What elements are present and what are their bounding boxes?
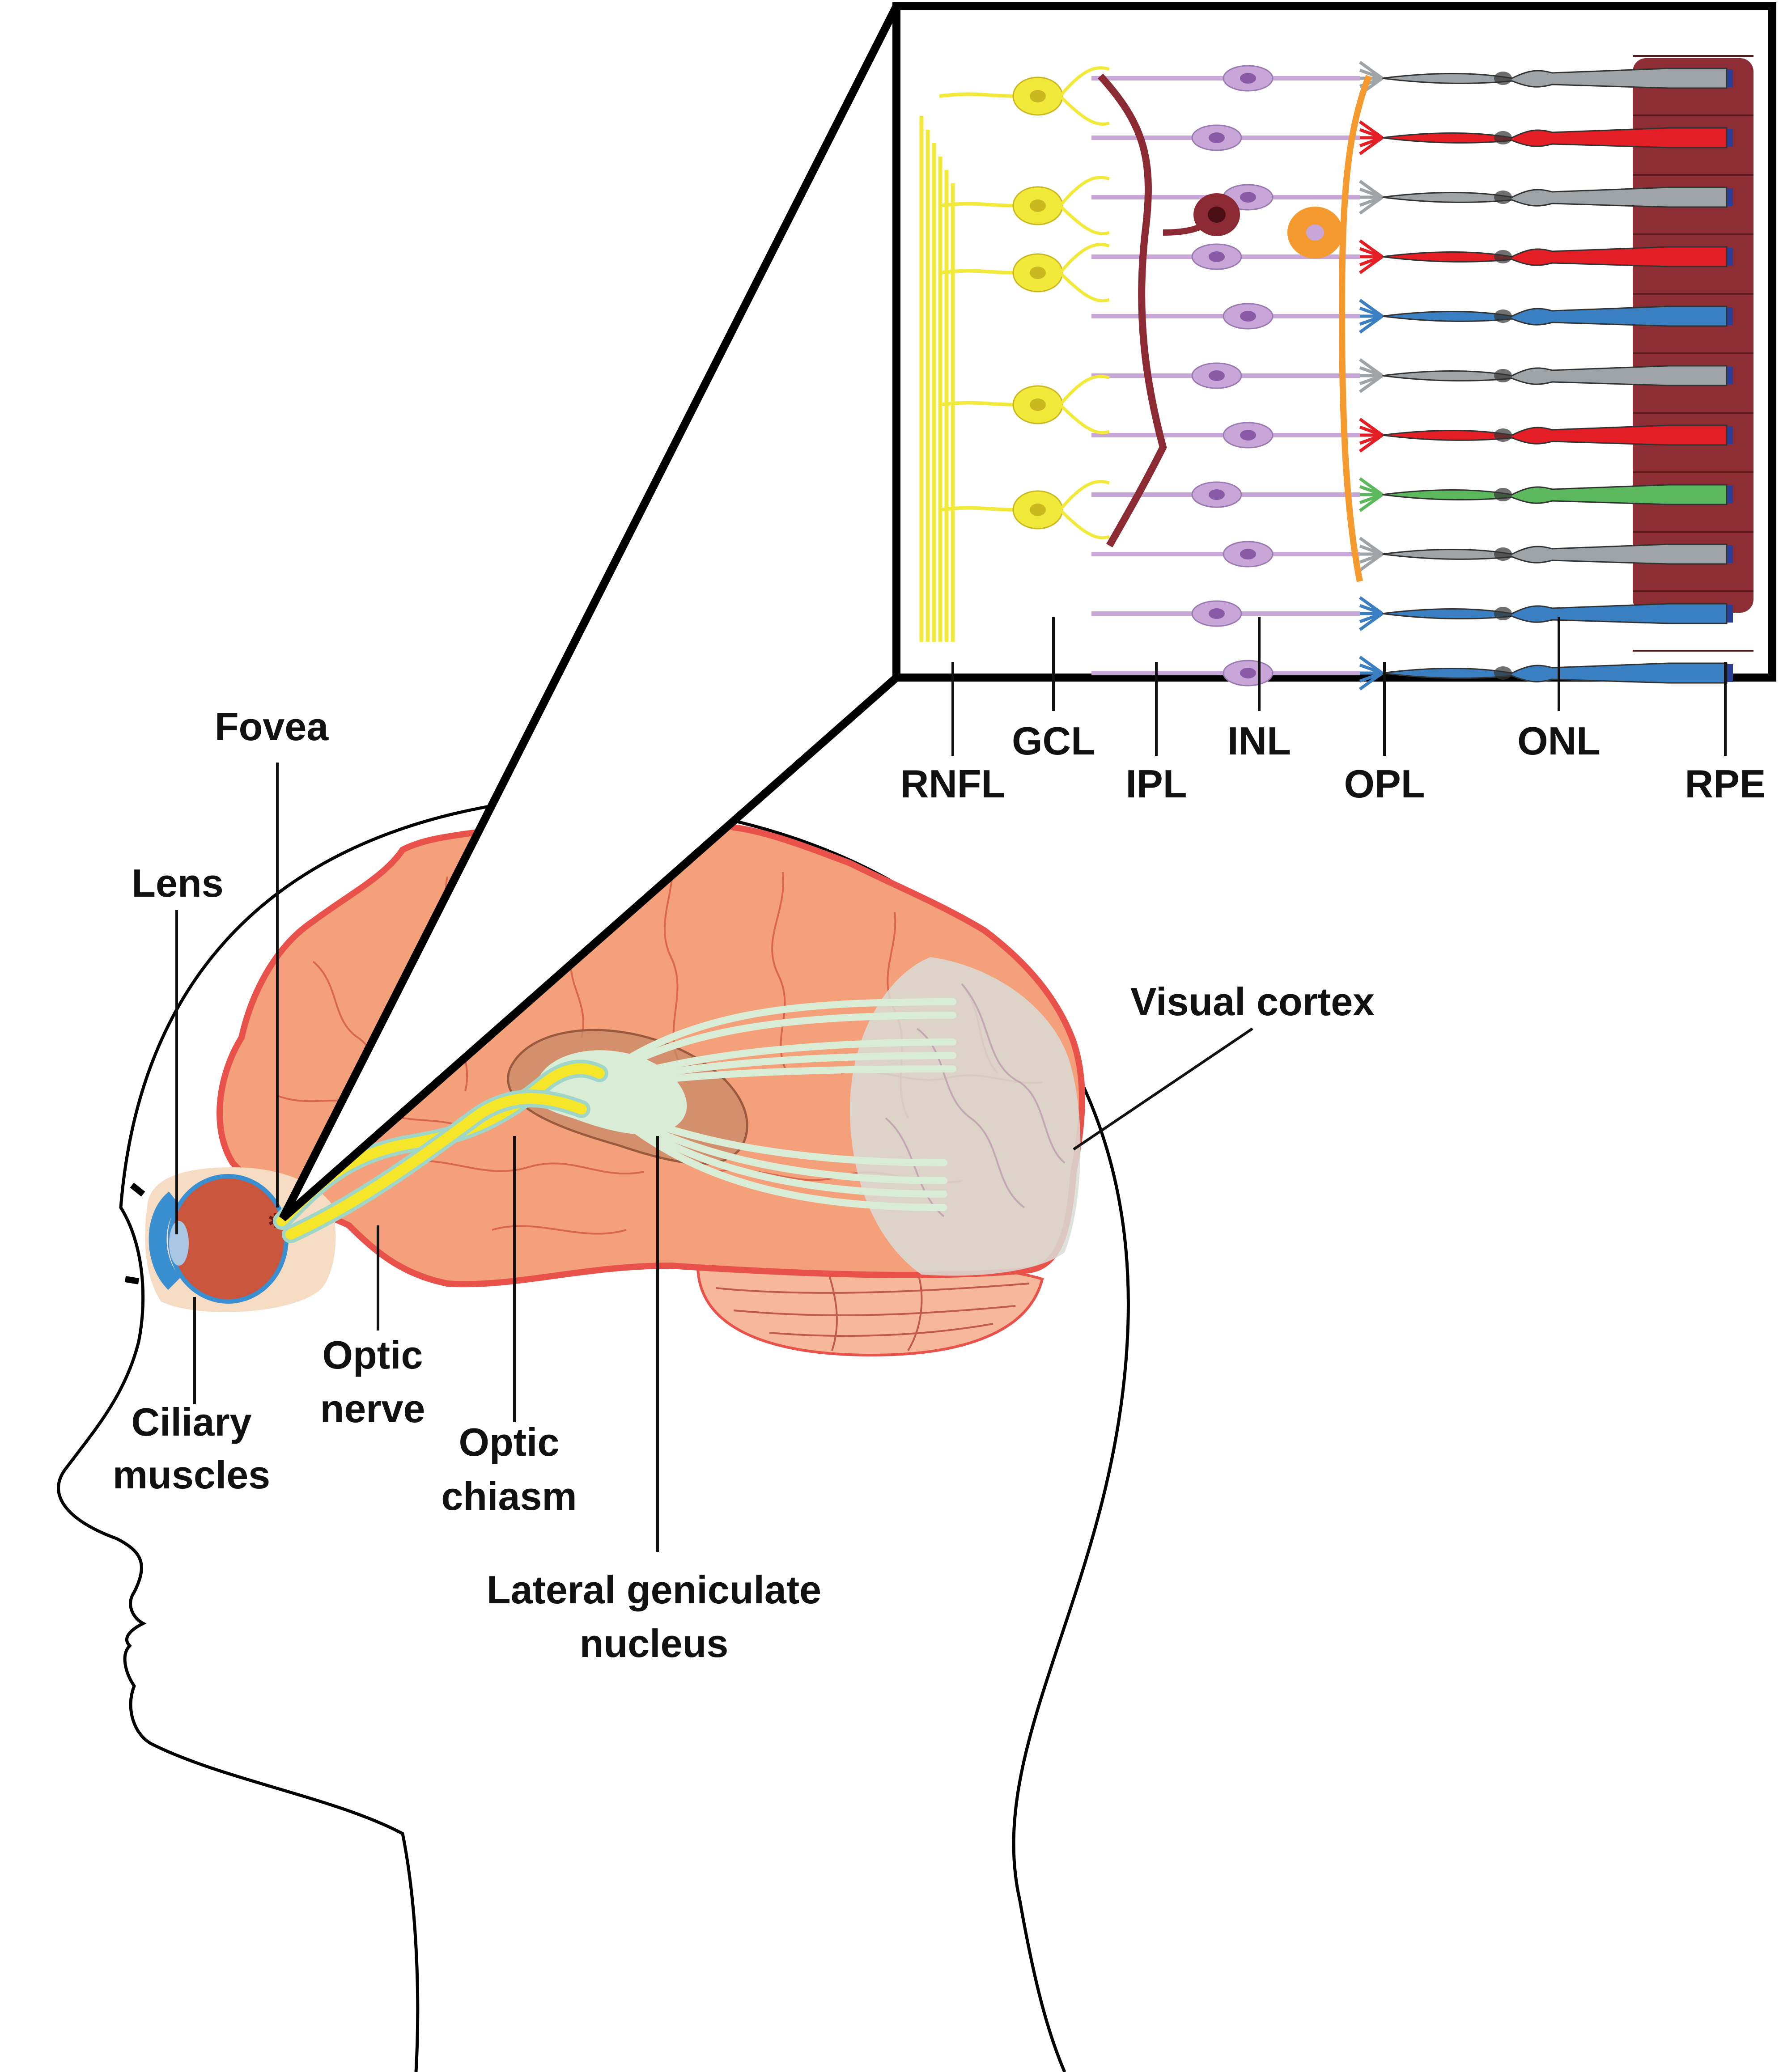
photoreceptor-nucleus [1494,607,1512,620]
bipolar-nucleus [1209,370,1225,381]
rpe-junction [1727,188,1733,206]
photoreceptor-terminal [1359,493,1384,512]
label-optic-chiasm-line1: Optic [459,1420,560,1464]
retina-panel [892,2,1776,682]
ganglion-nucleus [1030,398,1046,411]
horizontal-nucleus [1306,225,1324,241]
photoreceptor-nucleus [1494,309,1512,323]
label-lens: Lens [132,861,223,905]
ganglion-nucleus [1030,90,1046,102]
label-optic-chiasm-line2: chiasm [441,1474,577,1518]
photoreceptor-nucleus [1494,191,1512,204]
bipolar-nucleus [1209,251,1225,262]
photoreceptor-nucleus [1494,488,1512,501]
amacrine-process [1098,73,1167,547]
photoreceptor-rod [1382,543,1728,565]
ganglion-axon [939,202,1020,208]
horizontal-process [1338,75,1372,582]
photoreceptor-terminal [1359,136,1384,155]
ganglion-nucleus [1030,199,1046,212]
bipolar-nucleus [1240,668,1256,678]
anatomy-leaders [175,763,1253,1552]
ganglion-axon [939,92,1020,98]
layer-label-inl: INL [1227,719,1291,763]
photoreceptor-nucleus [1494,666,1512,680]
ganglion-axon [939,269,1020,275]
bipolar-nucleus [1240,73,1256,84]
rpe-junction [1727,486,1733,504]
ganglion-dendrite [1059,480,1110,539]
photoreceptor-terminal [1359,672,1384,691]
rpe-junction [1727,129,1733,147]
label-visual-cortex: Visual cortex [1130,979,1375,1024]
layer-label-ipl: IPL [1126,762,1187,806]
photoreceptor-terminal [1359,434,1384,453]
bipolar-nucleus [1209,489,1225,500]
photoreceptor-nucleus [1494,131,1512,144]
bipolar-nucleus [1209,608,1225,619]
photoreceptor-red [1382,246,1728,267]
photoreceptor-nucleus [1494,428,1512,442]
label-lgn-line1: Lateral geniculate [487,1568,821,1612]
label-ciliary-muscles-line1: Ciliary [131,1400,251,1444]
label-optic-nerve-line2: nerve [320,1386,425,1431]
rpe-junction [1727,248,1733,266]
photoreceptor-terminal [1359,196,1384,215]
bipolar-nucleus [1209,132,1225,143]
rpe-junction [1727,545,1733,563]
photoreceptor-red [1382,424,1728,446]
photoreceptor-terminal [1359,255,1384,274]
photoreceptor-green [1382,484,1728,505]
bipolar-nucleus [1240,549,1256,559]
label-optic-nerve-line1: Optic [323,1333,423,1377]
photoreceptor-terminal [1359,374,1384,393]
photoreceptor-blue [1382,305,1728,327]
cerebellum-folds [715,1270,1029,1352]
label-ciliary-muscles-line2: muscles [113,1453,270,1497]
rpe-junction [1727,426,1733,444]
photoreceptor-rod [1382,365,1728,386]
photoreceptor-blue [1382,603,1728,624]
photoreceptor-nucleus [1494,547,1512,561]
photoreceptor-rod [1382,186,1728,208]
ganglion-axon [939,401,1020,407]
ganglion-dendrite [1059,176,1110,235]
layer-label-gcl: GCL [1012,719,1095,763]
layer-label-onl: ONL [1517,719,1601,763]
ganglion-nucleus [1030,267,1046,279]
layer-label-rpe: RPE [1685,762,1766,806]
label-fovea: Fovea [215,704,329,749]
photoreceptor-nucleus [1494,250,1512,263]
ganglion-nucleus [1030,504,1046,516]
rpe-junction [1727,664,1733,682]
bipolar-nucleus [1240,192,1256,203]
rpe-junction [1727,605,1733,623]
ganglion-dendrite [1059,375,1110,434]
amacrine-nucleus [1208,207,1226,223]
ganglion-dendrite [1059,243,1110,302]
ganglion-dendrite [1059,66,1110,126]
photoreceptor-terminal [1359,612,1384,631]
label-lgn-line2: nucleus [580,1621,729,1665]
layer-label-rnfl: RNFL [900,762,1006,806]
photoreceptor-rod [1382,68,1728,89]
ganglion-axon [939,506,1020,512]
photoreceptor-terminal [1359,315,1384,334]
layer-label-opl: OPL [1344,762,1425,806]
photoreceptor-terminal [1359,553,1384,572]
rpe-junction [1727,307,1733,325]
photoreceptor-red [1382,127,1728,148]
photoreceptor-nucleus [1494,72,1512,85]
bipolar-nucleus [1240,430,1256,441]
rpe-junction [1727,367,1733,385]
rpe-junction [1727,69,1733,87]
photoreceptor-nucleus [1494,369,1512,382]
layer-ticks [951,617,1727,756]
retina-cells [919,55,1754,691]
bipolar-nucleus [1240,311,1256,322]
